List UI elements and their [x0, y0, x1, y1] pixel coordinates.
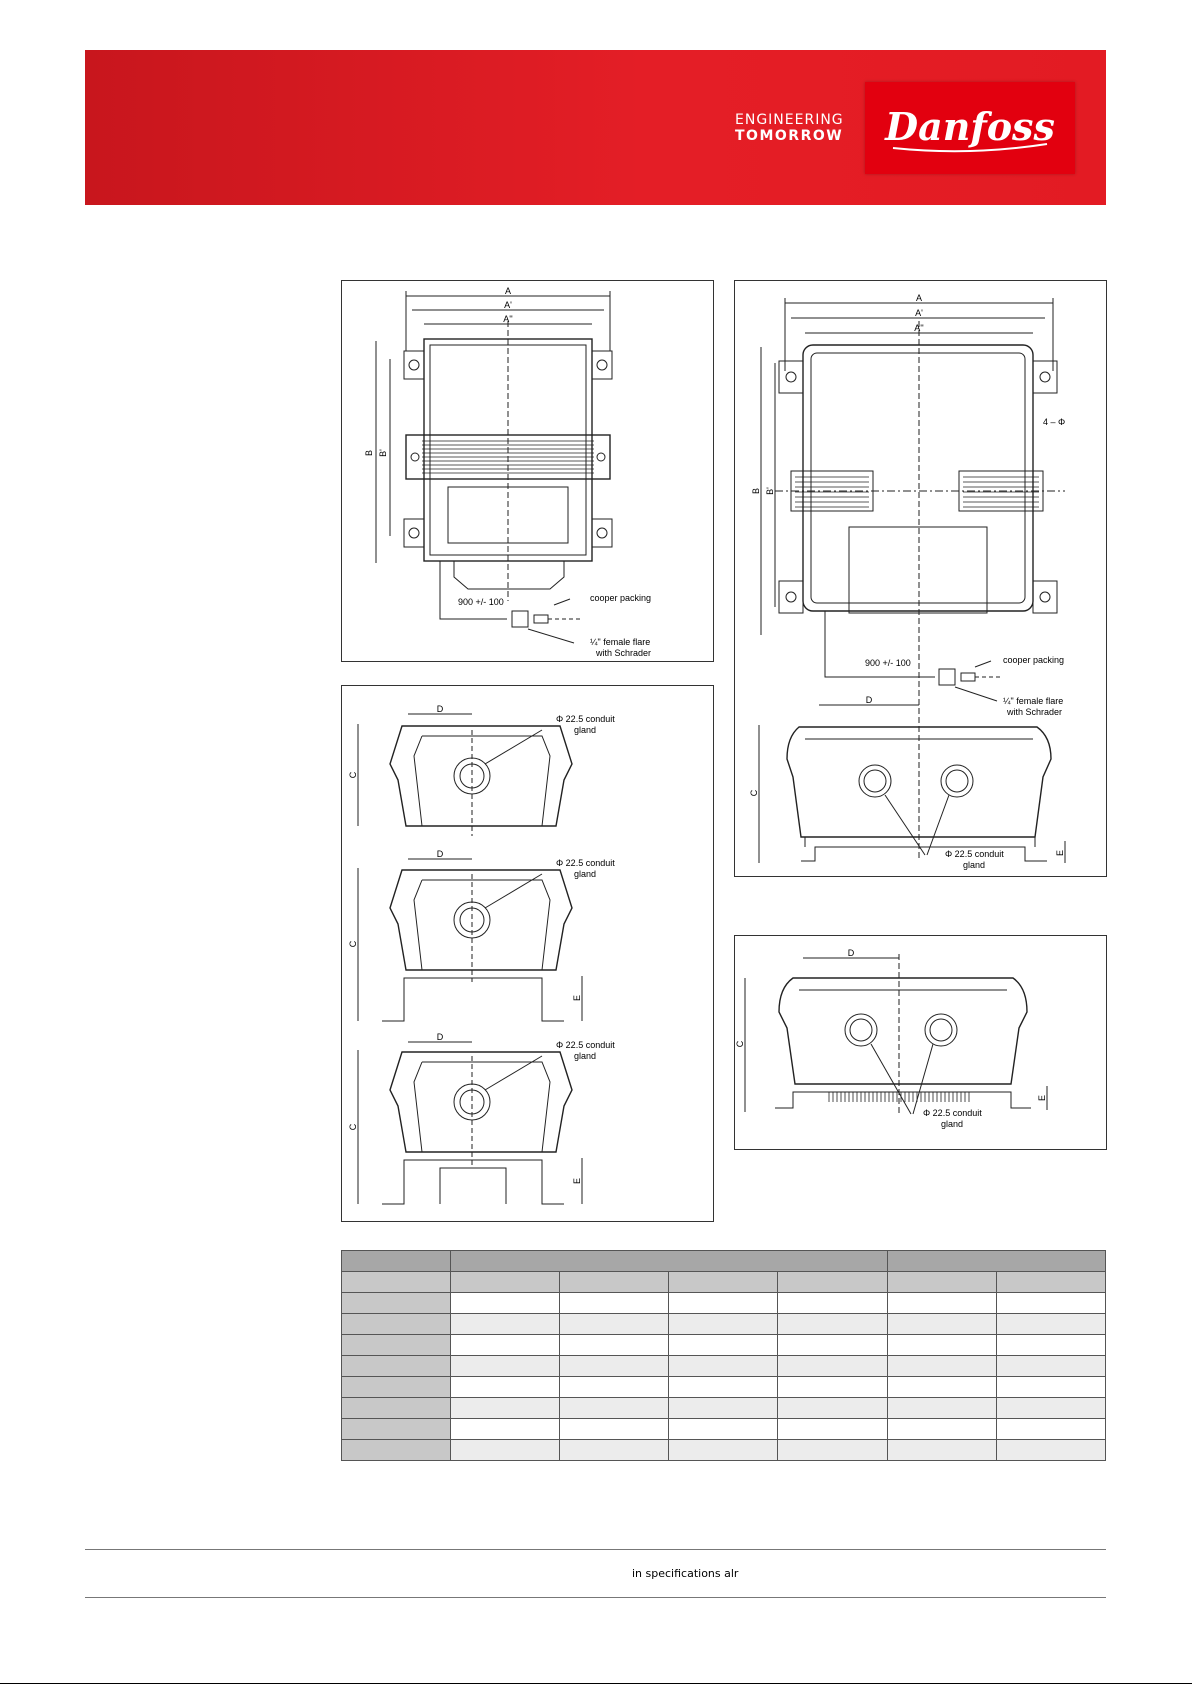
footer-rule-top [85, 1549, 1106, 1550]
header-banner: ENGINEERING TOMORROW Danfoss [85, 50, 1106, 205]
tagline-line1: ENGINEERING [735, 112, 844, 128]
dim-d-label-b: D [437, 849, 444, 859]
dimensions-table [341, 1250, 1107, 1461]
page-bottom-line [0, 1683, 1192, 1684]
gland-label-2-line2: gland [963, 860, 985, 870]
drawing-side-view-twin-gland: D C E Φ 22.5 conduit gland [734, 935, 1107, 1150]
dim-e-label-4: E [1037, 1095, 1047, 1101]
dim-b-label-2: B [751, 488, 761, 494]
footer-text: in specifications alr [632, 1567, 739, 1580]
table-row [341, 1376, 1107, 1398]
dim-d-label-4: D [848, 948, 855, 958]
gland-label-a-line1: Φ 22.5 conduit [556, 714, 615, 724]
brand-wordmark: Danfoss [884, 104, 1055, 149]
flare-label-line2: with Schrader [595, 648, 651, 658]
dim-a1-label-2: A' [915, 308, 923, 318]
gland-label-c-line2: gland [574, 1051, 596, 1061]
flare-label-2-line1: ¼" female flare [1003, 696, 1063, 706]
danfoss-logo: Danfoss [865, 82, 1075, 174]
gland-label-b-line1: Φ 22.5 conduit [556, 858, 615, 868]
table-row [341, 1418, 1107, 1440]
drawing-side-views: D C Φ 22.5 conduit gland D C E Φ 22.5 co… [341, 685, 714, 1222]
hole-symbol-label: 4 – Φ [1043, 417, 1065, 427]
gland-label-c-line1: Φ 22.5 conduit [556, 1040, 615, 1050]
dim-d-label-c: D [437, 1032, 444, 1042]
tagline-line2: TOMORROW [735, 128, 844, 144]
dim-e-label-b: E [572, 995, 582, 1001]
dim-a-label: A [505, 286, 511, 296]
cable-length-label: 900 +/- 100 [458, 597, 504, 607]
gland-label-a-line2: gland [574, 725, 596, 735]
dim-d-label-a: D [437, 704, 444, 714]
dim-b1-label-2: B' [765, 487, 775, 495]
table-row [341, 1355, 1107, 1377]
copper-packing-label: cooper packing [590, 593, 651, 603]
table-row [341, 1397, 1107, 1419]
gland-label-2-line1: Φ 22.5 conduit [945, 849, 1004, 859]
footer-rule-bottom [85, 1597, 1106, 1598]
table-subheader-row [341, 1271, 1107, 1293]
dim-a2-label-2: A'' [914, 323, 924, 333]
dim-d-label-2: D [866, 695, 873, 705]
dim-e-label-c: E [572, 1178, 582, 1184]
drawing-front-view-single-fan: A A' A'' B B' 900 +/- 100 [341, 280, 714, 662]
gland-label-b-line2: gland [574, 869, 596, 879]
dim-c-label-a: C [348, 771, 358, 778]
flare-label-2-line2: with Schrader [1006, 707, 1062, 717]
dim-a-label-2: A [916, 293, 922, 303]
dim-c-label-4: C [735, 1040, 745, 1047]
dim-c-label-b: C [348, 940, 358, 947]
table-row [341, 1292, 1107, 1314]
table-row [341, 1313, 1107, 1335]
gland-label-4-line2: gland [941, 1119, 963, 1129]
dim-c-label-c: C [348, 1123, 358, 1130]
cable-length-label-2: 900 +/- 100 [865, 658, 911, 668]
dim-b1-label: B' [378, 449, 388, 457]
flare-label-line1: ¼" female flare [590, 637, 650, 647]
table-row [341, 1334, 1107, 1356]
table-row [341, 1439, 1107, 1461]
copper-packing-label-2: cooper packing [1003, 655, 1064, 665]
dim-a2-label: A'' [503, 314, 513, 324]
table-header-row [341, 1250, 1107, 1272]
dim-b-label: B [364, 450, 374, 456]
drawing-front-view-twin-fan: A A' A'' B B' 4 – Φ [734, 280, 1107, 877]
engineering-tomorrow-tagline: ENGINEERING TOMORROW [735, 112, 844, 144]
dim-a1-label: A' [504, 300, 512, 310]
gland-label-4-line1: Φ 22.5 conduit [923, 1108, 982, 1118]
dim-e-label-2: E [1055, 850, 1065, 856]
dim-c-label-2: C [749, 789, 759, 796]
